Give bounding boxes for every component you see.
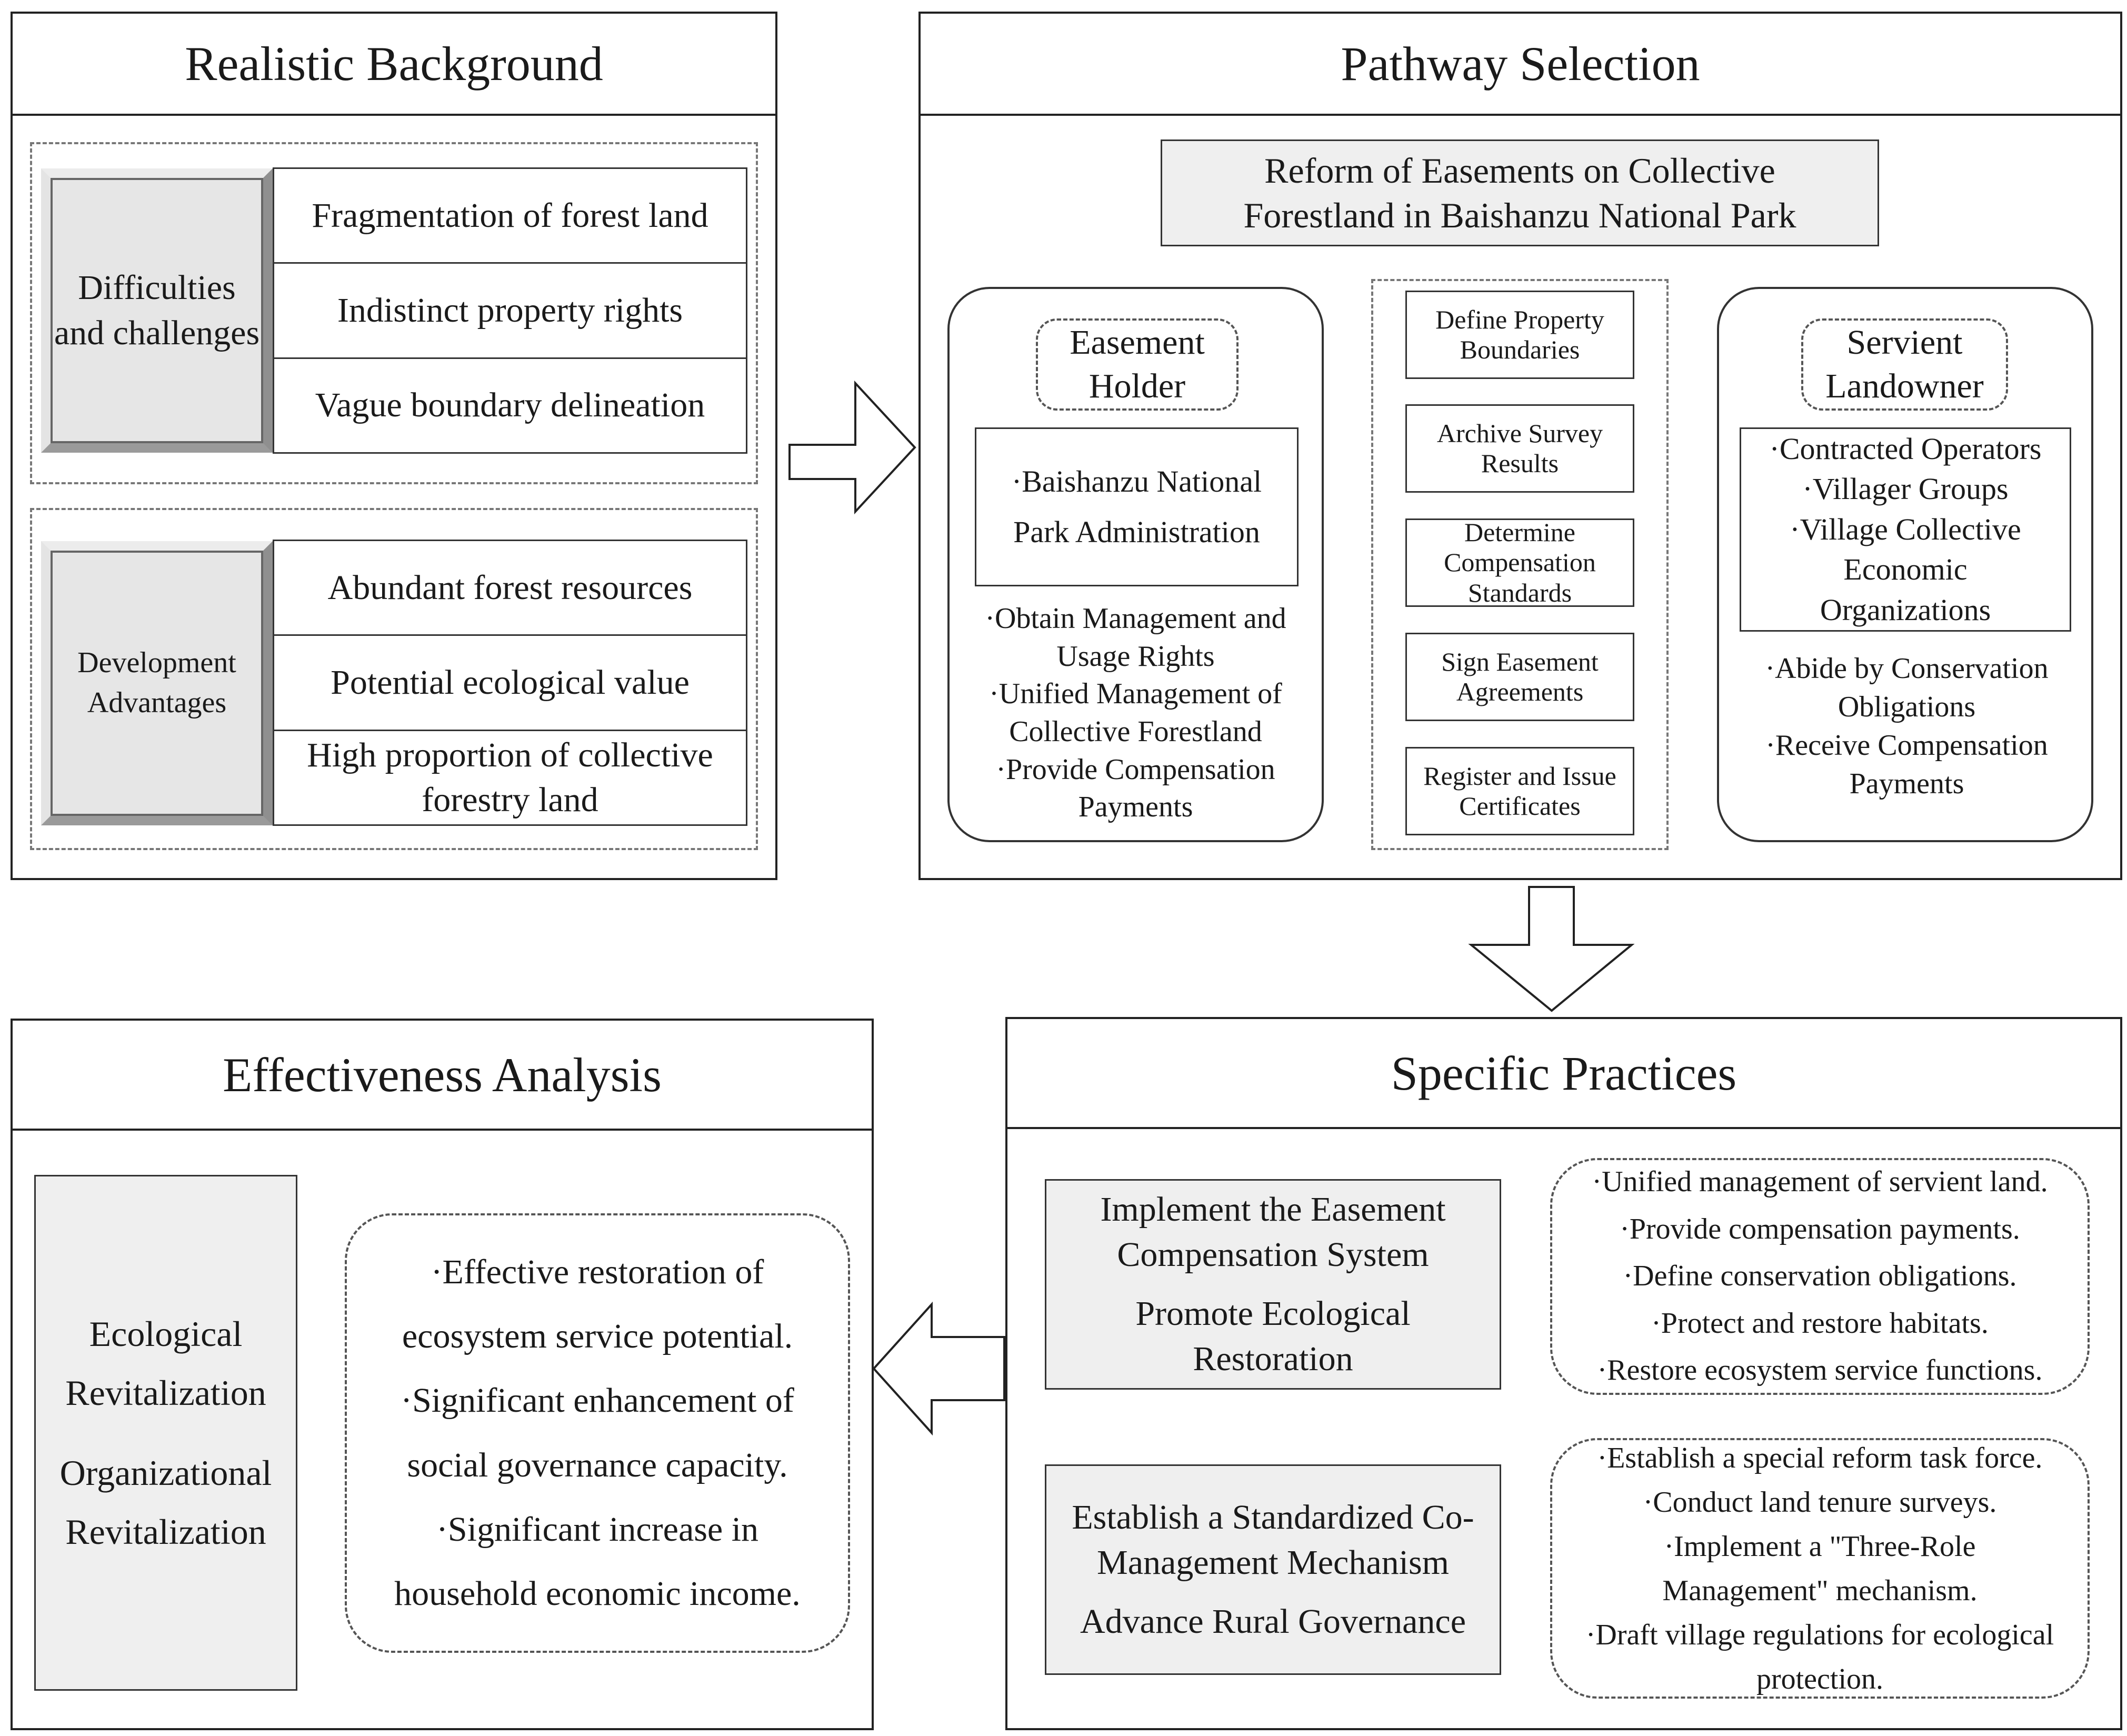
practice2-heading: Establish a Standardized Co-Management M…: [1072, 1498, 1474, 1582]
advantage-item: High proportion of collective forestry l…: [307, 735, 713, 820]
practice1-item: ·Protect and restore habitats.: [1651, 1306, 1989, 1340]
advantages-list: Abundant forest resources Potential ecol…: [273, 540, 747, 826]
effectiveness-items: ·Effective restoration of ecosystem serv…: [345, 1213, 850, 1653]
effectiveness-label: Ecological Revitalization: [65, 1313, 266, 1413]
steps-group: [1371, 279, 1669, 850]
easement-holder-entity: ·Baishanzu National Park Administration: [1011, 464, 1262, 549]
difficulty-item: Fragmentation of forest land: [274, 169, 746, 264]
practice1-item: ·Define conservation obligations.: [1623, 1260, 2017, 1293]
practice1-item: ·Restore ecosystem service functions.: [1597, 1354, 2043, 1387]
advantages-label-box: Development Advantages: [41, 541, 273, 825]
specific-practices-title: Specific Practices: [1007, 1019, 2120, 1129]
effectiveness-labels-box: Ecological Revitalization Organizational…: [34, 1175, 297, 1691]
holder-duty: ·Provide Compensation Payments: [996, 753, 1275, 824]
servient-landowner-label: Servient Landowner: [1825, 323, 1984, 405]
left-block-arrow: [872, 1301, 1005, 1436]
holder-duty: ·Obtain Management and Usage Rights: [985, 602, 1286, 673]
practice2-item: ·Implement a "Three-Role Management" mec…: [1662, 1530, 1978, 1607]
practice2-item: ·Conduct land tenure surveys.: [1643, 1485, 1997, 1519]
advantages-group: [30, 508, 758, 850]
difficulties-list: Fragmentation of forest land Indistinct …: [273, 167, 747, 454]
practice1-item: ·Provide compensation payments.: [1620, 1212, 2020, 1245]
effectiveness-item: ·Effective restoration of ecosystem serv…: [402, 1253, 793, 1356]
advantage-item: Potential ecological value: [274, 636, 746, 731]
practice1-box: Implement the Easement Compensation Syst…: [1045, 1179, 1501, 1390]
landowner-entity: ·Village Collective Economic Organizatio…: [1790, 512, 2021, 627]
step-box: Register and Issue Certificates: [1405, 747, 1634, 835]
pathway-selection-title: Pathway Selection: [921, 14, 2120, 116]
advantage-item: Abundant forest resources: [274, 541, 746, 636]
practice2-items: ·Establish a special reform task force. …: [1550, 1438, 2090, 1699]
practice2-box: Establish a Standardized Co-Management M…: [1045, 1464, 1501, 1675]
effectiveness-label: Organizational Revitalization: [59, 1453, 272, 1552]
easement-holder-label: Easement Holder: [1070, 323, 1205, 405]
reform-text: Reform of Easements on Collective Forest…: [1243, 150, 1796, 235]
effectiveness-item: ·Significant increase in household econo…: [394, 1510, 801, 1613]
practice1-items: ·Unified management of servient land. ·P…: [1550, 1158, 2090, 1395]
difficulties-label: Difficulties and challenges: [54, 268, 260, 352]
step-box: Define Property Boundaries: [1405, 291, 1634, 379]
servient-landowner-entities: ·Contracted Operators ·Villager Groups ·…: [1740, 427, 2071, 632]
easement-holder-label-box: Easement Holder: [1036, 318, 1239, 411]
practice2-item: ·Draft village regulations for ecologica…: [1585, 1618, 2054, 1695]
practice2-sub: Advance Rural Governance: [1080, 1602, 1466, 1641]
realistic-background-title: Realistic Background: [13, 14, 775, 116]
step-box: Sign Easement Agreements: [1405, 633, 1634, 721]
easement-holder-duties: ·Obtain Management and Usage Rights ·Uni…: [958, 597, 1313, 829]
practice1-heading: Implement the Easement Compensation Syst…: [1100, 1190, 1446, 1274]
landowner-entity: ·Contracted Operators: [1769, 431, 2042, 466]
practice1-item: ·Unified management of servient land.: [1592, 1165, 2048, 1199]
difficulty-item: Vague boundary delineation: [315, 386, 705, 425]
landowner-entity: ·Villager Groups: [1802, 472, 2009, 506]
right-block-arrow-shape: [788, 380, 916, 515]
difficulty-item: Indistinct property rights: [274, 264, 746, 359]
servient-landowner-label-box: Servient Landowner: [1801, 318, 2008, 411]
landowner-duty: ·Abide by Conservation Obligations: [1765, 652, 2049, 724]
practice1-sub: Promote Ecological Restoration: [1135, 1294, 1411, 1378]
step-box: Determine Compensation Standards: [1405, 517, 1634, 607]
effectiveness-analysis-title: Effectiveness Analysis: [13, 1021, 872, 1131]
down-block-arrow: [1468, 886, 1635, 1012]
advantages-label: Development Advantages: [77, 646, 236, 719]
holder-duty: ·Unified Management of Collective Forest…: [989, 677, 1282, 748]
difficulties-group: [30, 142, 758, 484]
step-box: Archive Survey Results: [1405, 404, 1634, 493]
landowner-duty: ·Receive Compensation Payments: [1765, 729, 2048, 800]
difficulties-label-box: Difficulties and challenges: [41, 168, 273, 453]
servient-landowner-duties: ·Abide by Conservation Obligations ·Rece…: [1729, 647, 2084, 805]
easement-holder-entity-box: ·Baishanzu National Park Administration: [975, 427, 1299, 586]
effectiveness-item: ·Significant enhancement of social gover…: [401, 1381, 794, 1484]
practice2-item: ·Establish a special reform task force.: [1597, 1441, 2043, 1474]
reform-box: Reform of Easements on Collective Forest…: [1161, 139, 1879, 246]
